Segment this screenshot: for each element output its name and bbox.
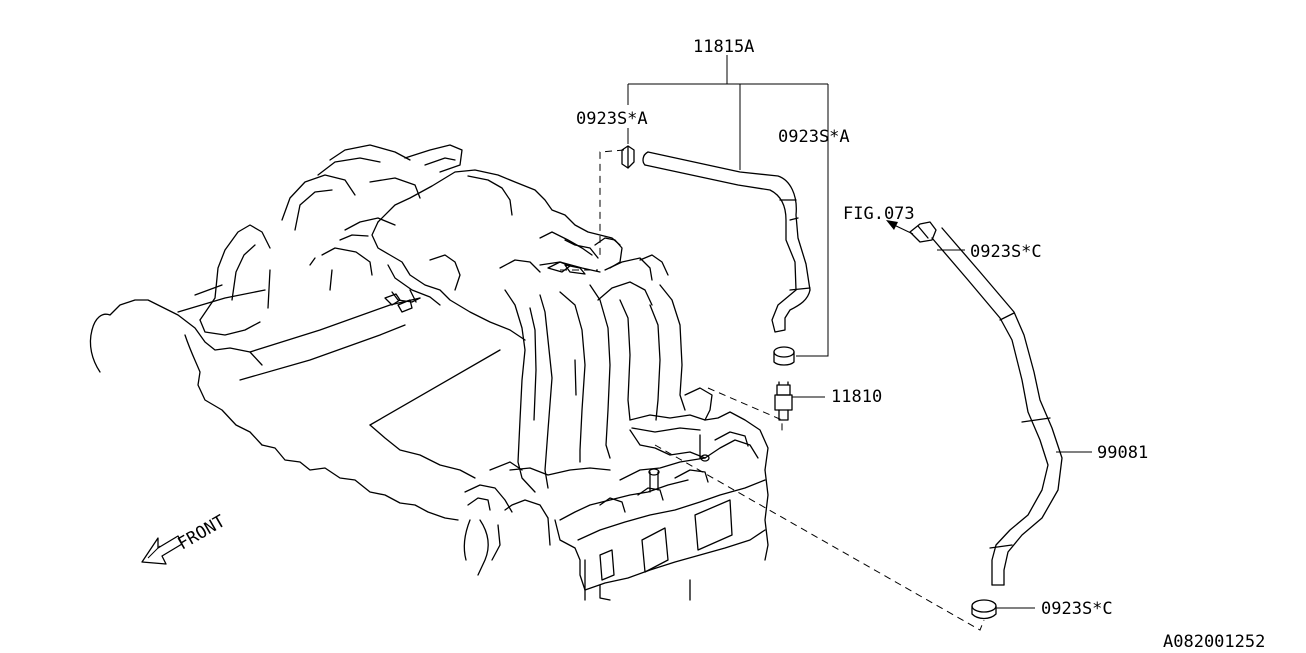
label-pcv-valve-11810: 11810	[831, 387, 882, 407]
leader-lines	[627, 55, 1092, 609]
clamp-0923s-a-right	[773, 346, 795, 366]
label-hose-99081: 99081	[1097, 443, 1148, 463]
hose-11815a	[642, 151, 811, 333]
clamp-0923s-a-left	[621, 145, 635, 169]
label-front: FRONT	[175, 511, 229, 554]
label-clamp-0923s-c-top: 0923S*C	[970, 242, 1042, 262]
front-arrow-icon	[141, 535, 183, 565]
diagram-code: A082001252	[1163, 632, 1265, 652]
label-clamp-0923s-c-bottom: 0923S*C	[1041, 599, 1113, 619]
engine-illustration	[89, 144, 769, 601]
label-clamp-0923s-a-right: 0923S*A	[778, 127, 850, 147]
clamp-0923s-c-top	[909, 221, 937, 243]
clamp-0923s-c-bottom	[971, 599, 997, 620]
label-clamp-0923s-a-left: 0923S*A	[576, 109, 648, 129]
label-fig-073: FIG.073	[843, 204, 915, 224]
dashed-guides	[560, 149, 985, 631]
pcv-valve-11810	[774, 381, 793, 421]
label-hose-set-11815a: 11815A	[693, 37, 754, 57]
hose-99081	[931, 227, 1063, 586]
fig-ref-arrow-icon	[886, 220, 914, 235]
